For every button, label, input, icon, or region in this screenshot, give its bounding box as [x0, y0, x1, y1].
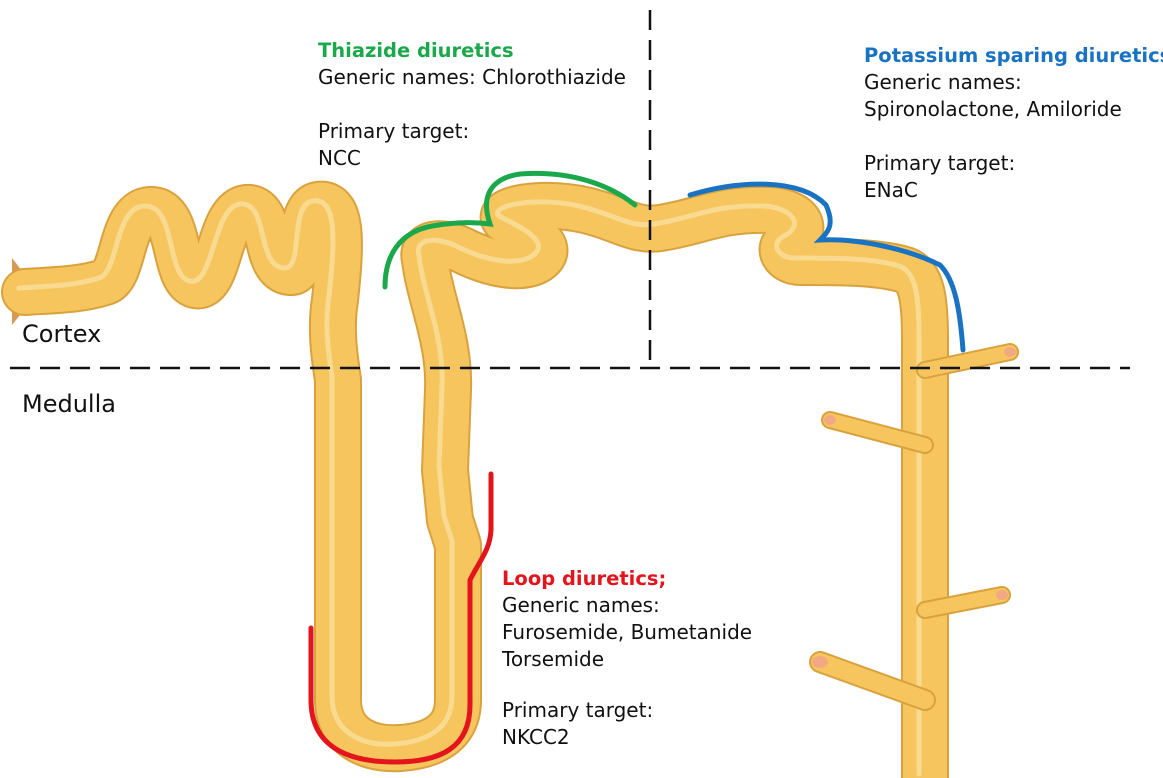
loop-generic-names-1: Furosemide, Bumetanide — [502, 619, 752, 646]
thiazide-target-label: Primary target: — [318, 118, 469, 145]
potassium-heading: Potassium sparing diuretics — [864, 42, 1163, 69]
loop-generic-label: Generic names: — [502, 592, 660, 619]
cortex-label: Cortex — [22, 320, 101, 348]
thiazide-heading: Thiazide diuretics — [318, 37, 514, 64]
potassium-generic-label: Generic names: — [864, 69, 1022, 96]
potassium-target-label: Primary target: — [864, 150, 1015, 177]
thiazide-target: NCC — [318, 145, 361, 172]
loop-generic-names-2: Torsemide — [502, 646, 604, 673]
loop-heading: Loop diuretics; — [502, 565, 666, 592]
potassium-generic-names: Spironolactone, Amiloride — [864, 96, 1122, 123]
medulla-label: Medulla — [22, 390, 116, 418]
loop-target: NKCC2 — [502, 724, 570, 751]
loop-target-label: Primary target: — [502, 697, 653, 724]
potassium-target: ENaC — [864, 177, 918, 204]
thiazide-generic-names: Generic names: Chlorothiazide — [318, 64, 626, 91]
